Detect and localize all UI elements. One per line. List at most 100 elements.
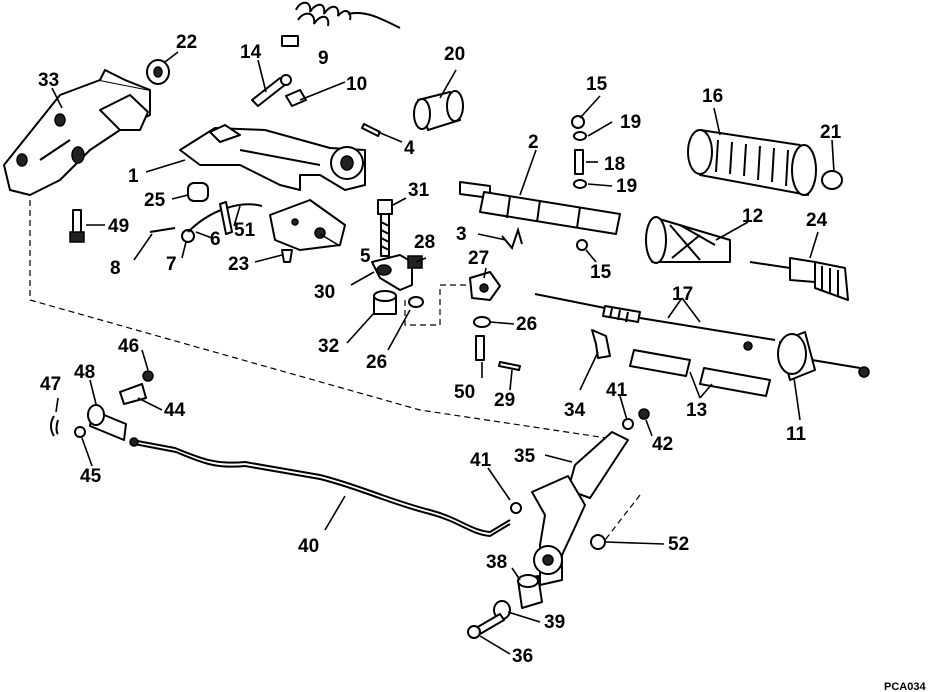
part-27-block xyxy=(469,271,501,301)
label-49: 49 xyxy=(108,216,129,237)
part-2-shaft xyxy=(459,181,621,235)
label-18: 18 xyxy=(604,154,625,175)
part-14-screw xyxy=(251,74,292,107)
part-17-cable xyxy=(534,293,776,351)
label-31: 31 xyxy=(408,180,430,201)
label-15a: 15 xyxy=(586,74,608,95)
label-48: 48 xyxy=(74,362,95,383)
part-30-bracket xyxy=(371,254,413,291)
label-16: 16 xyxy=(702,86,723,107)
part-52-washer xyxy=(590,534,606,550)
label-26b: 26 xyxy=(516,314,537,335)
label-42: 42 xyxy=(652,434,673,455)
part-15-ball-a xyxy=(571,115,585,129)
part-41-nut-upper xyxy=(622,418,634,430)
label-3: 3 xyxy=(456,224,467,245)
leader-lines xyxy=(51,51,835,655)
part-24-adapter xyxy=(749,257,849,301)
label-12: 12 xyxy=(742,206,763,227)
label-11: 11 xyxy=(786,424,807,445)
label-41b: 41 xyxy=(606,380,628,401)
label-45: 45 xyxy=(80,466,102,487)
part-25-bushing xyxy=(187,182,209,202)
part-42-nut xyxy=(638,408,650,420)
label-41a: 41 xyxy=(470,450,492,471)
part-36-bolt xyxy=(467,613,505,639)
part-50-stud xyxy=(475,335,485,361)
label-2: 2 xyxy=(528,132,539,153)
label-19a: 19 xyxy=(620,112,641,133)
label-50: 50 xyxy=(454,382,475,403)
label-47: 47 xyxy=(40,374,61,395)
label-6: 6 xyxy=(210,229,221,250)
part-19-spring-a xyxy=(573,131,587,141)
label-27: 27 xyxy=(468,248,489,269)
label-20: 20 xyxy=(444,44,465,65)
label-19b: 19 xyxy=(616,176,637,197)
label-52: 52 xyxy=(668,534,689,555)
label-7: 7 xyxy=(166,254,177,275)
part-31-bolt xyxy=(377,199,393,257)
label-8: 8 xyxy=(110,258,121,279)
label-17: 17 xyxy=(672,284,693,305)
part-16-grip xyxy=(687,129,817,196)
label-24: 24 xyxy=(806,210,828,231)
part-32-spacer xyxy=(373,290,397,315)
label-30: 30 xyxy=(314,282,335,303)
label-33: 33 xyxy=(38,70,59,91)
part-12-housing xyxy=(645,216,731,264)
part-34-clip xyxy=(591,329,611,359)
part-45-nut xyxy=(74,426,86,438)
part-40-rod xyxy=(129,437,522,538)
part-18-pin xyxy=(574,149,584,175)
part-13-tube-b xyxy=(699,367,771,397)
part-22-cap xyxy=(146,59,170,85)
label-4: 4 xyxy=(404,138,415,159)
part-35-lever xyxy=(531,431,629,586)
part-9-wire-coil xyxy=(281,1,401,47)
part-26-washer-b xyxy=(473,316,491,328)
label-46: 46 xyxy=(118,336,139,357)
label-13: 13 xyxy=(686,400,707,421)
label-39: 39 xyxy=(544,612,565,633)
label-29: 29 xyxy=(494,390,515,411)
part-4-pin xyxy=(361,123,381,137)
part-46-nut xyxy=(142,370,154,382)
label-40: 40 xyxy=(298,536,319,557)
part-48-socket xyxy=(87,404,127,441)
label-14: 14 xyxy=(240,42,262,63)
part-33-bracket xyxy=(3,69,151,196)
label-51: 51 xyxy=(234,220,256,241)
label-44: 44 xyxy=(164,400,186,421)
label-35: 35 xyxy=(514,446,536,467)
part-28-nut xyxy=(407,255,423,269)
part-29-pin xyxy=(498,361,521,371)
part-44-ball-stud xyxy=(119,383,147,405)
label-21: 21 xyxy=(820,122,842,143)
part-23-screw xyxy=(281,249,293,263)
part-19-spring-b xyxy=(573,179,587,189)
part-10-plate xyxy=(285,89,307,107)
label-34: 34 xyxy=(564,400,586,421)
callout-labels: 1 2 3 4 5 6 7 8 9 10 11 12 13 14 15 15 1… xyxy=(38,32,926,692)
label-32: 32 xyxy=(318,336,339,357)
part-21-cap xyxy=(821,170,843,190)
label-36: 36 xyxy=(512,646,533,667)
label-28: 28 xyxy=(414,232,435,253)
label-10: 10 xyxy=(346,74,367,95)
label-38: 38 xyxy=(486,552,507,573)
label-23: 23 xyxy=(228,254,249,275)
part-20-bushing xyxy=(413,90,464,131)
part-47-clip xyxy=(50,415,59,437)
parts-6-7-8-51-linkage xyxy=(149,201,263,243)
label-1: 1 xyxy=(128,166,139,187)
label-9: 9 xyxy=(318,48,329,69)
part-1-control-housing xyxy=(179,124,366,191)
figure-code: PCA034 xyxy=(884,681,926,692)
label-22: 22 xyxy=(176,32,197,53)
part-3-clip xyxy=(501,226,523,251)
label-5: 5 xyxy=(360,246,371,267)
part-11-sleeve xyxy=(777,331,870,381)
part-26-washer-a xyxy=(408,296,424,308)
